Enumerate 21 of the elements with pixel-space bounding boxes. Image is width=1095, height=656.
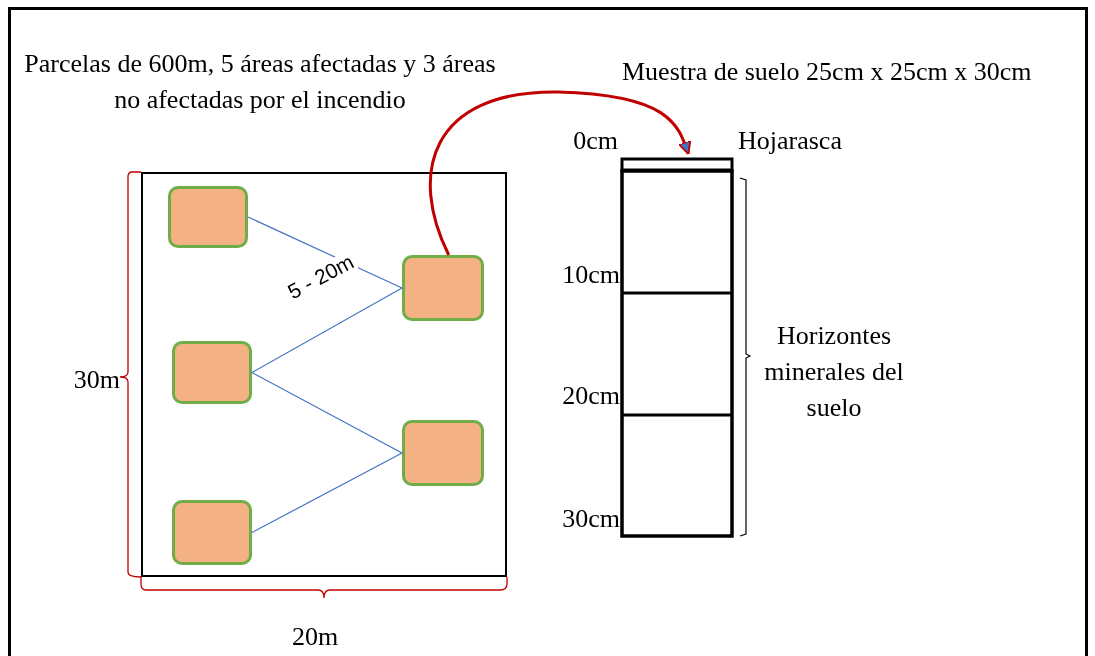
connector-line bbox=[251, 371, 403, 454]
sample-square bbox=[172, 341, 252, 404]
sample-square bbox=[172, 500, 252, 565]
connector-line bbox=[251, 287, 403, 374]
sample-square bbox=[168, 186, 248, 248]
plot-rectangle bbox=[141, 172, 507, 577]
depth-label: 10cm bbox=[561, 259, 620, 291]
curved-arrow bbox=[429, 90, 692, 256]
depth-label: 30cm bbox=[561, 503, 620, 535]
dimension-label: 20m bbox=[290, 621, 340, 653]
dimension-label: 30m bbox=[72, 364, 120, 396]
layer-label: Hojarasca bbox=[738, 125, 843, 157]
connector-line bbox=[251, 452, 403, 534]
sample-square bbox=[402, 255, 484, 321]
soil-column bbox=[620, 157, 734, 538]
depth-label: 0cm bbox=[572, 125, 618, 157]
depth-label: 20cm bbox=[561, 380, 620, 412]
layer-label: Horizontes minerales del suelo bbox=[763, 320, 905, 424]
note-text: Muestra de suelo 25cm x 25cm x 30cm bbox=[622, 56, 1033, 88]
sample-square bbox=[402, 420, 484, 486]
note-text: Parcelas de 600m, 5 áreas afectadas y 3 áreas no afectadas por el incendio bbox=[23, 48, 497, 116]
